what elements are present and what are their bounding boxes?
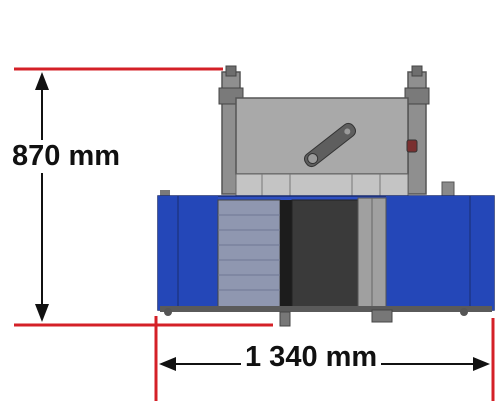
width-arrow-left-icon bbox=[159, 357, 176, 371]
chain-column bbox=[280, 200, 292, 308]
height-dimension-label: 870 mm bbox=[10, 140, 123, 173]
left-post-cap bbox=[225, 65, 237, 77]
red-knob-icon bbox=[406, 139, 418, 153]
height-arrow-bottom-icon bbox=[35, 304, 49, 322]
conveyor bbox=[157, 195, 495, 327]
left-window-panel bbox=[217, 199, 281, 309]
height-arrow-top-icon bbox=[35, 72, 49, 90]
right-post-cap bbox=[411, 65, 423, 77]
upper-housing bbox=[160, 65, 455, 198]
right-bracket bbox=[404, 87, 430, 105]
width-dimension-label: 1 340 mm bbox=[241, 341, 382, 374]
dimension-lines bbox=[14, 67, 495, 401]
handle-icon bbox=[303, 122, 357, 168]
dark-belt bbox=[291, 199, 359, 309]
width-arrow-right-icon bbox=[473, 357, 490, 371]
right-foot-icon bbox=[460, 308, 468, 316]
housing-panel bbox=[235, 97, 409, 175]
left-foot-icon bbox=[164, 308, 172, 316]
